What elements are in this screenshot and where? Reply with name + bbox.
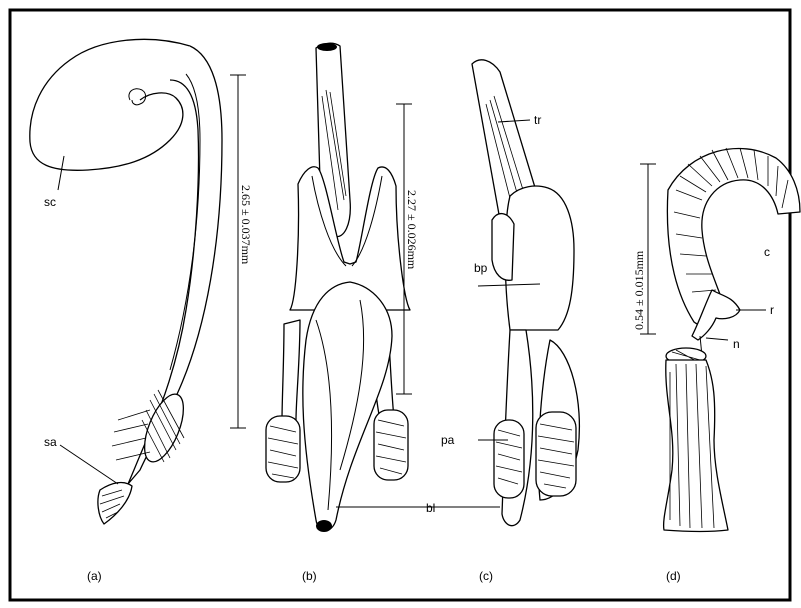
label-sc: sc xyxy=(44,195,56,209)
panel-label-c: (c) xyxy=(479,569,493,583)
label-pa: pa xyxy=(441,433,455,447)
measure-label-a: 2.65 ± 0.037mm xyxy=(239,185,253,265)
label-c: c xyxy=(764,245,770,259)
panel-label-d: (d) xyxy=(666,569,681,583)
panel-label-a: (a) xyxy=(87,569,102,583)
measure-label-d: 0.54 ± 0.015mm xyxy=(632,250,646,330)
measure-label-b: 2.27 ± 0.026mm xyxy=(405,190,419,270)
label-n: n xyxy=(733,337,740,351)
label-bl: bl xyxy=(426,501,435,515)
label-r: r xyxy=(770,303,774,317)
label-tr: tr xyxy=(534,113,541,127)
panel-label-b: (b) xyxy=(302,569,317,583)
label-bp: bp xyxy=(474,261,488,275)
label-sa: sa xyxy=(44,435,57,449)
